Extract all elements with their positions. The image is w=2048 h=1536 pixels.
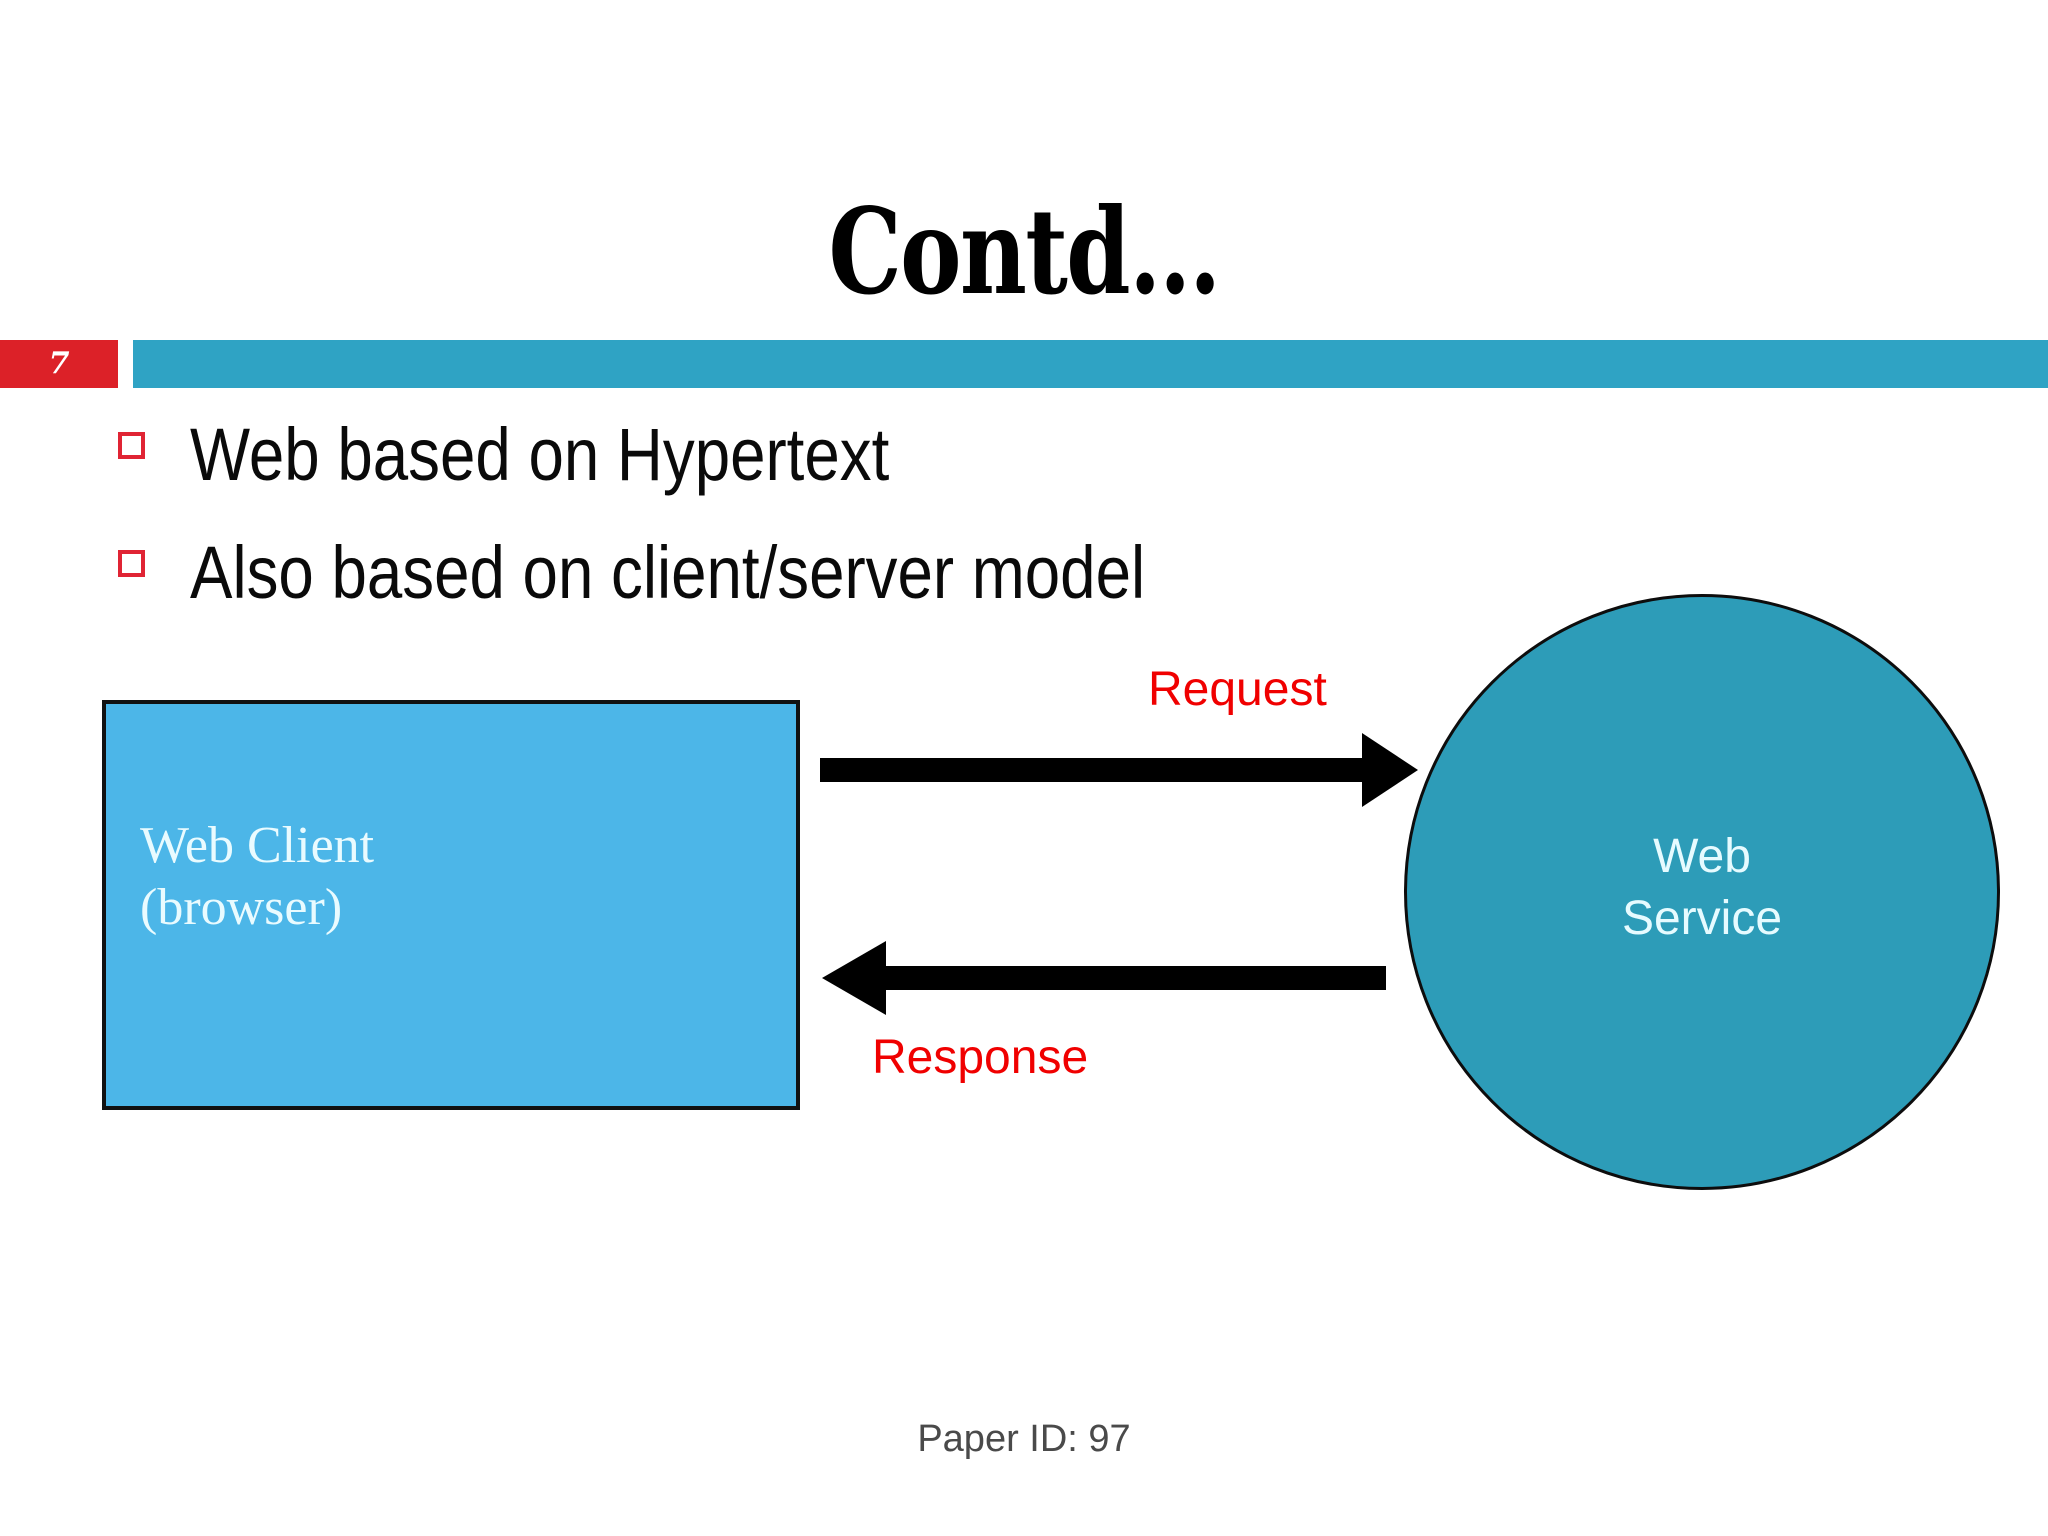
slide-number-label: 7 — [48, 346, 70, 381]
request-arrow-icon — [820, 733, 1418, 807]
web-client-label: Web Client (browser) — [140, 815, 374, 939]
bullet-list: Web based on Hypertext Also based on cli… — [118, 406, 1918, 642]
list-item: Web based on Hypertext — [118, 406, 1918, 524]
response-arrow-icon — [822, 941, 1386, 1015]
page-title: Contd… — [828, 182, 1221, 321]
paper-id-note: Paper ID: 97 — [917, 1418, 1131, 1460]
web-client-label-line1: Web Client — [140, 817, 375, 874]
web-service-circle — [1404, 594, 2000, 1190]
list-item: Also based on client/server model — [118, 524, 1918, 642]
header-accent-bar — [133, 340, 2048, 388]
web-client-label-line2: (browser) — [140, 879, 343, 936]
web-service-label-line2: Service — [1621, 892, 1783, 945]
request-arrow-label: Request — [1148, 663, 1327, 716]
hollow-square-icon — [118, 432, 145, 459]
web-service-label-line1: Web — [1653, 830, 1751, 883]
web-client-box — [102, 700, 800, 1110]
response-arrow-label: Response — [872, 1031, 1089, 1084]
web-service-label: Web Service — [1404, 826, 2000, 950]
hollow-square-icon — [118, 550, 145, 577]
bullet-text: Web based on Hypertext — [190, 413, 890, 496]
slide-number-badge — [0, 340, 118, 388]
bullet-text: Also based on client/server model — [190, 531, 1146, 614]
